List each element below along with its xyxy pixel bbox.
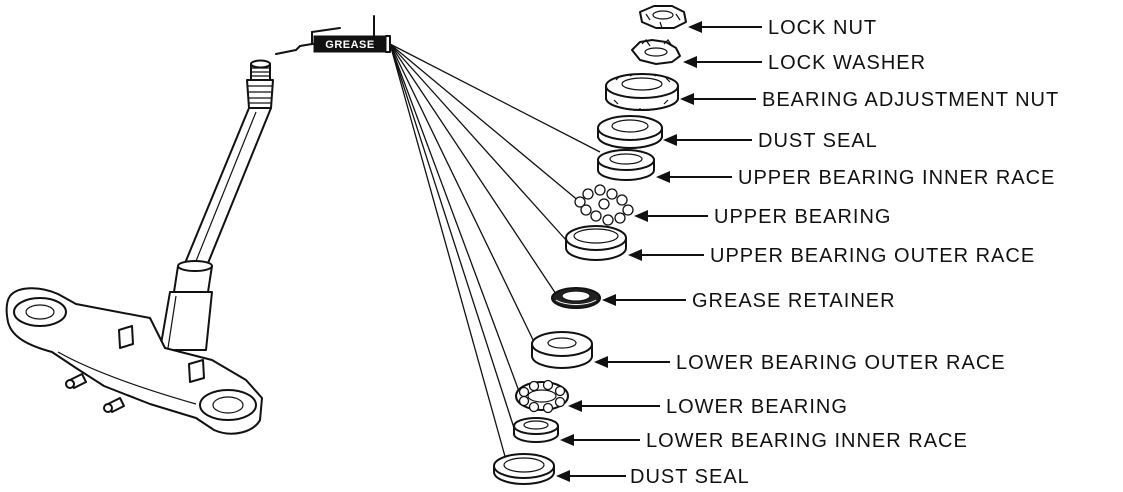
lock-nut-part [639, 5, 687, 29]
lower-bearing-part [515, 379, 569, 414]
dust-seal-upper-part [597, 115, 663, 149]
label-grease-retainer: GREASE RETAINER [692, 290, 896, 312]
dust-seal-lower-part [493, 453, 555, 485]
label-dust-seal-lower: DUST SEAL [630, 466, 750, 488]
label-upper-bearing: UPPER BEARING [714, 206, 891, 228]
label-lock-nut: LOCK NUT [768, 17, 877, 39]
lower-bearing-outer-race-part [531, 331, 593, 369]
upper-bearing-inner-race-part [597, 149, 655, 181]
lower-bearing-inner-race-part [513, 417, 559, 443]
grease-gun-icon: GREASE [275, 15, 391, 55]
grease-retainer-part [551, 287, 601, 309]
grease-label: GREASE [325, 39, 374, 51]
label-bearing-adjustment-nut: BEARING ADJUSTMENT NUT [762, 89, 1059, 111]
label-lower-bearing-outer-race: LOWER BEARING OUTER RACE [676, 352, 1006, 374]
bearing-adjustment-nut-part [605, 73, 679, 111]
grease-application-lines [389, 43, 601, 461]
steering-stem-illustration [5, 59, 274, 435]
label-arrows [556, 21, 762, 482]
label-upper-bearing-outer-race: UPPER BEARING OUTER RACE [710, 245, 1035, 267]
upper-bearing-outer-race-part [565, 225, 627, 261]
lock-washer-part [631, 39, 681, 65]
label-lower-bearing: LOWER BEARING [666, 396, 848, 418]
upper-bearing-part [574, 184, 634, 226]
label-upper-bearing-inner-race: UPPER BEARING INNER RACE [738, 167, 1055, 189]
part-labels: LOCK NUT LOCK WASHER BEARING ADJUSTMENT … [630, 17, 1059, 488]
label-lower-bearing-inner-race: LOWER BEARING INNER RACE [646, 430, 968, 452]
label-lock-washer: LOCK WASHER [768, 52, 926, 74]
label-dust-seal-upper: DUST SEAL [758, 130, 878, 152]
